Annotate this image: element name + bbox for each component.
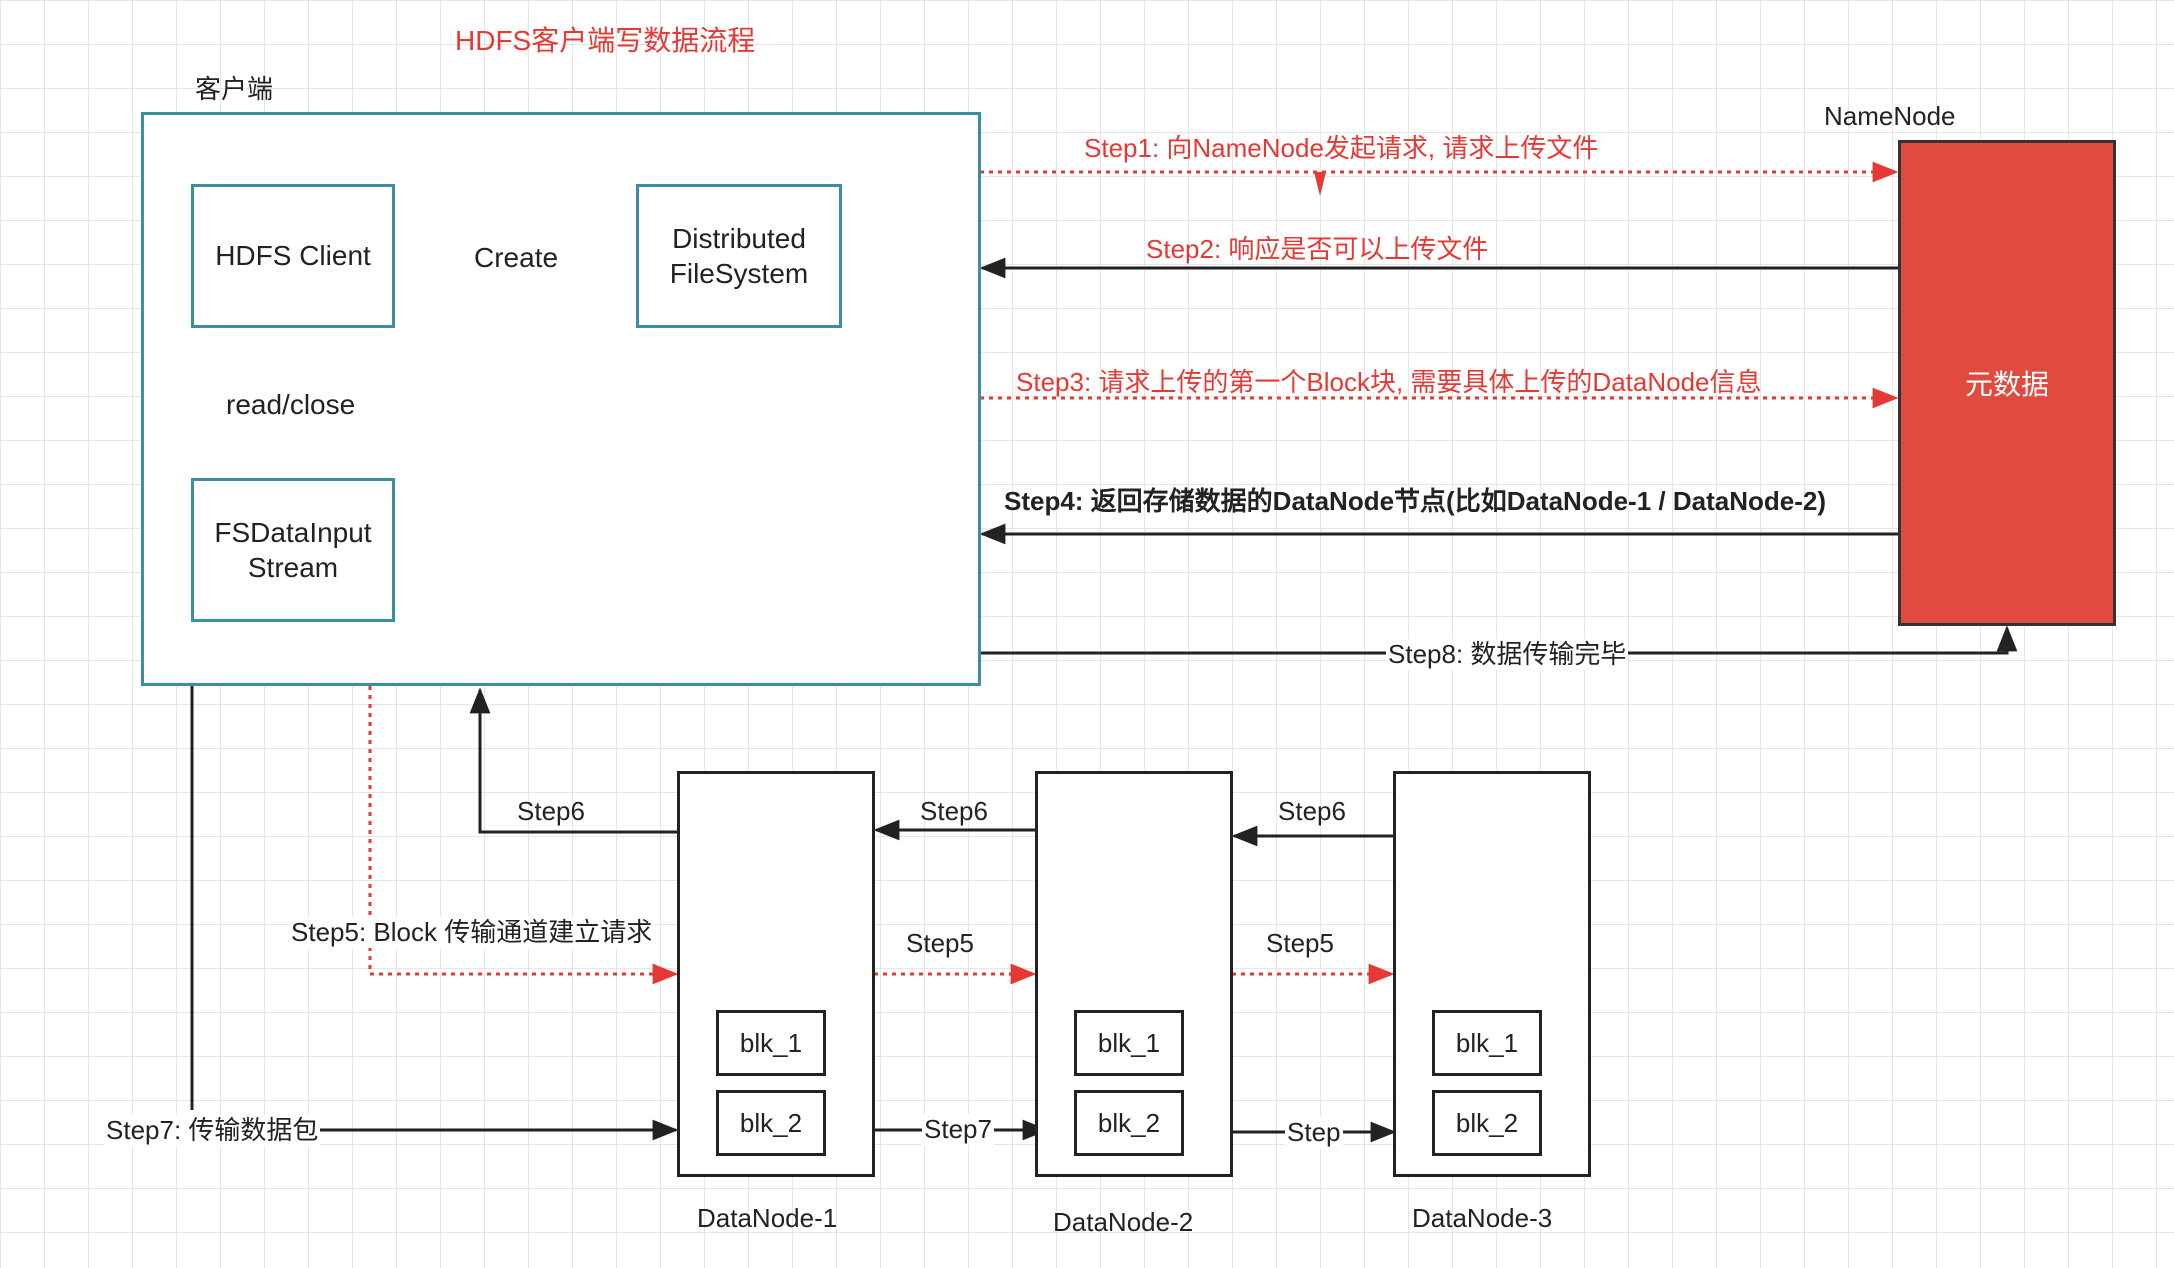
- datanode-2-label: DataNode-2: [1053, 1207, 1194, 1237]
- diagram-title: HDFS客户端写数据流程: [455, 25, 756, 56]
- step6-dn1-client-label: Step6: [517, 796, 585, 826]
- datanode-2-block-1: blk_1: [1074, 1010, 1184, 1076]
- datanode-3-block-1: blk_1: [1432, 1010, 1542, 1076]
- datanode-1-block-2: blk_2: [716, 1090, 826, 1156]
- distributed-filesystem-label-line2: FileSystem: [669, 258, 809, 289]
- hdfs-client-label: HDFS Client: [215, 240, 371, 271]
- block-label: blk_2: [1455, 1107, 1519, 1138]
- step2-label: Step2: 响应是否可以上传文件: [1146, 234, 1489, 264]
- fsdatainputstream-label-line2: Stream: [247, 552, 339, 583]
- block-label: blk_2: [1097, 1107, 1161, 1138]
- step4-label: Step4: 返回存储数据的DataNode节点(比如DataNode-1 / …: [1004, 486, 1826, 516]
- distributed-filesystem-label-line1: Distributed: [672, 223, 806, 254]
- step6-dn2-dn1-label: Step6: [920, 796, 988, 826]
- datanode-3-block-2: blk_2: [1432, 1090, 1542, 1156]
- step1-label: Step1: 向NameNode发起请求, 请求上传文件: [1084, 133, 1599, 163]
- datanode-1-block-1: blk_1: [716, 1010, 826, 1076]
- datanode-2-block-2: blk_2: [1074, 1090, 1184, 1156]
- step7-dn2-dn3-label: Step: [1285, 1117, 1343, 1149]
- step7-main-label: Step7: 传输数据包: [104, 1115, 321, 1147]
- step1-tick-icon: [1314, 172, 1326, 196]
- step7-dn1-dn2-label: Step7: [922, 1114, 994, 1146]
- step3-label: Step3: 请求上传的第一个Block块, 需要具体上传的DataNode信息: [1016, 367, 1762, 397]
- step8-label: Step8: 数据传输完毕: [1386, 639, 1629, 671]
- create-label: Create: [472, 241, 561, 275]
- step6-dn1-client-arrow: [469, 687, 678, 834]
- read-close-label: read/close: [224, 388, 358, 422]
- step5-dn1-dn2-label: Step5: [906, 928, 974, 958]
- step5-dn2-dn3-label: Step5: [1266, 928, 1334, 958]
- distributed-filesystem-box: Distributed FileSystem: [636, 184, 842, 328]
- namenode-metadata-label: 元数据: [1964, 369, 2049, 400]
- fsdatainputstream-label-line1: FSDataInput: [214, 517, 372, 548]
- block-label: blk_1: [1097, 1027, 1161, 1058]
- fsdatainputstream-box: FSDataInput Stream: [191, 478, 395, 622]
- step5-main-label: Step5: Block 传输通道建立请求: [289, 917, 655, 949]
- block-label: blk_1: [739, 1027, 803, 1058]
- client-title: 客户端: [195, 74, 274, 104]
- namenode-title: NameNode: [1824, 101, 1956, 131]
- hdfs-client-box: HDFS Client: [191, 184, 395, 328]
- block-label: blk_1: [1455, 1027, 1519, 1058]
- step6-dn3-dn2-label: Step6: [1278, 796, 1346, 826]
- block-label: blk_2: [739, 1107, 803, 1138]
- step5-main-arrow: [368, 686, 679, 985]
- step8-arrow: [980, 625, 2018, 655]
- datanode-1-label: DataNode-1: [697, 1203, 838, 1233]
- namenode-box: 元数据: [1898, 140, 2116, 626]
- datanode-3-label: DataNode-3: [1412, 1203, 1553, 1233]
